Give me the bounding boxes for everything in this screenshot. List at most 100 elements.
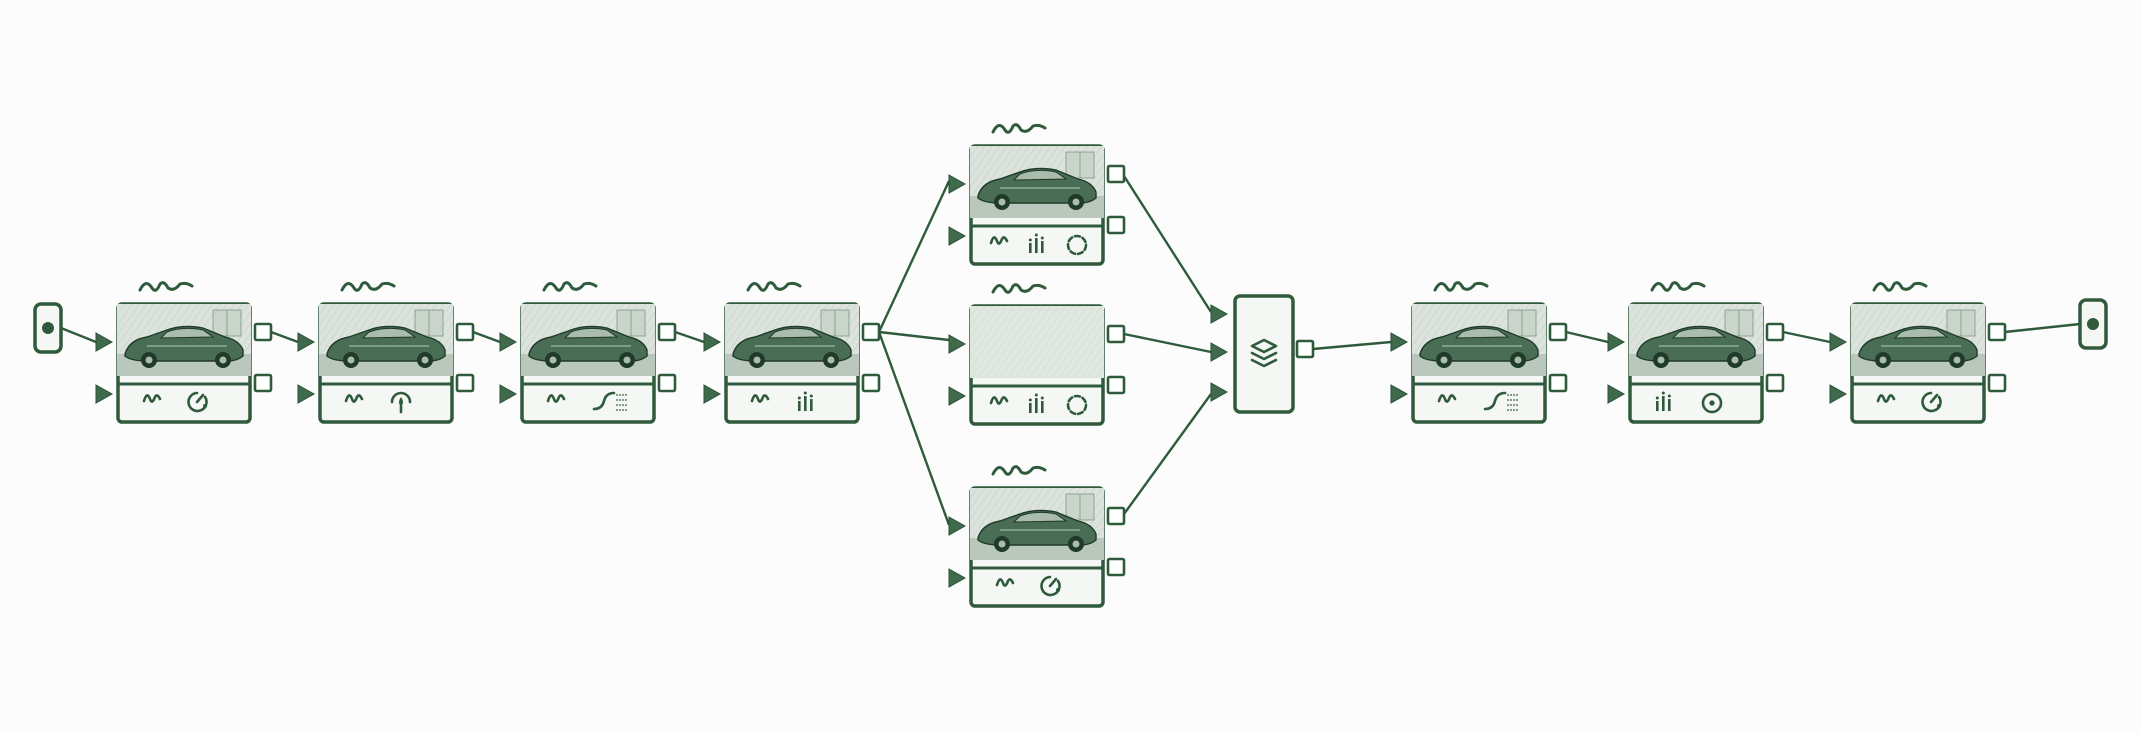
edge-source-n1 [60, 326, 97, 344]
curve-squiggle-icon[interactable] [989, 396, 1009, 405]
node-b2[interactable] [969, 283, 1105, 426]
dashed-circle-icon[interactable] [1066, 234, 1088, 256]
output-port-primary[interactable] [657, 322, 677, 342]
node-m3[interactable] [1850, 281, 1986, 424]
input-port-primary[interactable] [1829, 332, 1848, 352]
car-photo-thumbnail [520, 303, 656, 377]
output-port-primary[interactable] [1106, 164, 1126, 184]
node-n2[interactable] [318, 281, 454, 424]
node-b1[interactable] [969, 123, 1105, 266]
output-port-primary[interactable] [1106, 324, 1126, 344]
input-port-secondary[interactable] [95, 384, 114, 404]
output-port-secondary[interactable] [861, 373, 881, 393]
edge-b2-merge [1123, 332, 1212, 354]
node-title-scribble [1872, 281, 1928, 292]
input-port-primary[interactable] [948, 516, 967, 536]
curve-squiggle-icon[interactable] [995, 578, 1015, 587]
merge-input-port-3[interactable] [1210, 382, 1229, 402]
input-port-primary[interactable] [1390, 332, 1409, 352]
dashed-circle-icon[interactable] [1066, 394, 1088, 416]
levels-bars-icon[interactable] [1028, 393, 1044, 414]
merge-node[interactable] [1233, 294, 1295, 414]
curve-squiggle-icon[interactable] [344, 394, 364, 403]
output-port-secondary[interactable] [1987, 373, 2007, 393]
edge-n4-b2 [878, 330, 950, 342]
curve-squiggle-icon[interactable] [142, 394, 162, 403]
input-port-primary[interactable] [499, 332, 518, 352]
levels-bars-icon[interactable] [797, 391, 813, 412]
edge-merge-m1 [1312, 340, 1392, 351]
node-title-scribble [991, 123, 1047, 134]
curve-squiggle-icon[interactable] [989, 236, 1009, 245]
input-port-primary[interactable] [703, 332, 722, 352]
node-m1[interactable] [1411, 281, 1547, 424]
output-port-primary[interactable] [253, 322, 273, 342]
output-port-primary[interactable] [455, 322, 475, 342]
curve-squiggle-icon[interactable] [750, 394, 770, 403]
output-port-secondary[interactable] [1106, 215, 1126, 235]
output-port-secondary[interactable] [1106, 375, 1126, 395]
node-title-scribble [138, 281, 194, 292]
car-photo-thumbnail [318, 303, 454, 377]
input-port-secondary[interactable] [948, 568, 967, 588]
input-port-secondary[interactable] [499, 384, 518, 404]
input-port-secondary[interactable] [1607, 384, 1626, 404]
node-m2[interactable] [1628, 281, 1764, 424]
input-port-secondary[interactable] [948, 386, 967, 406]
curve-squiggle-icon[interactable] [546, 394, 566, 403]
levels-bars-icon[interactable] [1028, 233, 1044, 254]
car-photo-thumbnail [724, 303, 860, 377]
gauge-dial-icon[interactable] [1921, 391, 1942, 413]
output-port-primary[interactable] [1548, 322, 1568, 342]
input-port-secondary[interactable] [1829, 384, 1848, 404]
output-port-secondary[interactable] [253, 373, 273, 393]
curve-squiggle-icon[interactable] [1437, 394, 1457, 403]
target-dot-icon[interactable] [1701, 392, 1723, 414]
input-port-primary[interactable] [948, 334, 967, 354]
input-port-primary[interactable] [948, 174, 967, 194]
output-port-secondary[interactable] [455, 373, 475, 393]
output-port-primary[interactable] [1106, 506, 1126, 526]
source-terminal[interactable] [33, 302, 63, 354]
input-port-primary[interactable] [95, 332, 114, 352]
merge-input-port-1[interactable] [1210, 304, 1229, 324]
input-port-secondary[interactable] [297, 384, 316, 404]
curve-squiggle-icon[interactable] [1876, 394, 1896, 403]
edge-b3-merge [1123, 393, 1212, 515]
levels-bars-icon[interactable] [1655, 391, 1671, 412]
edge-m3-sink [2004, 322, 2081, 334]
output-port-secondary[interactable] [1765, 373, 1785, 393]
output-port-secondary[interactable] [657, 373, 677, 393]
input-port-primary[interactable] [1607, 332, 1626, 352]
input-port-secondary[interactable] [948, 226, 967, 246]
output-port-primary[interactable] [1987, 322, 2007, 342]
input-port-secondary[interactable] [1390, 384, 1409, 404]
droplet-gauge-icon[interactable] [390, 391, 412, 414]
gauge-dial-icon[interactable] [187, 391, 208, 413]
node-n3[interactable] [520, 281, 656, 424]
car-photo-thumbnail [116, 303, 252, 377]
tone-curve-icon[interactable] [1483, 391, 1518, 411]
node-title-scribble [746, 281, 802, 292]
input-port-primary[interactable] [297, 332, 316, 352]
car-photo-thumbnail [1628, 303, 1764, 377]
node-n1[interactable] [116, 281, 252, 424]
output-port-primary[interactable] [861, 322, 881, 342]
sink-terminal[interactable] [2078, 298, 2108, 350]
edge-layer [60, 175, 2081, 526]
node-b3[interactable] [969, 465, 1105, 608]
node-title-scribble [991, 283, 1047, 294]
node-n4[interactable] [724, 281, 860, 424]
merge-input-port-2[interactable] [1210, 342, 1229, 362]
output-port-primary[interactable] [1765, 322, 1785, 342]
output-port-secondary[interactable] [1106, 557, 1126, 577]
output-port-secondary[interactable] [1548, 373, 1568, 393]
tone-curve-icon[interactable] [592, 391, 627, 411]
gauge-dial-icon[interactable] [1040, 575, 1061, 597]
merge-output-port[interactable] [1295, 339, 1315, 359]
node-title-scribble [1433, 281, 1489, 292]
record-dot-icon [42, 322, 54, 334]
input-port-secondary[interactable] [703, 384, 722, 404]
edge-m1-m2 [1565, 330, 1609, 344]
